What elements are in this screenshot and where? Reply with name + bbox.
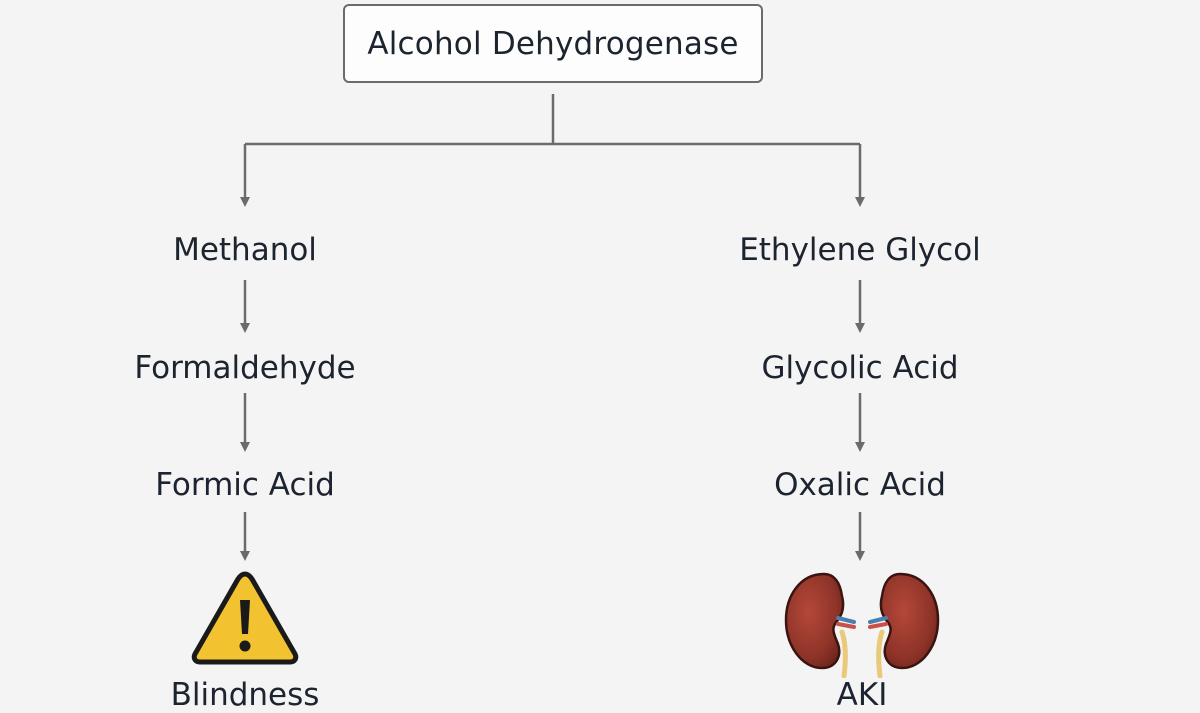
ethylene-glycol-node: Ethylene Glycol <box>739 232 981 268</box>
root-node-box: Alcohol Dehydrogenase <box>343 4 763 83</box>
formic-acid-node: Formic Acid <box>155 467 335 503</box>
warning-icon <box>191 571 299 665</box>
glycolic-acid-node: Glycolic Acid <box>761 350 959 386</box>
blindness-label: Blindness <box>170 677 320 713</box>
root-node-label: Alcohol Dehydrogenase <box>367 25 739 62</box>
methanol-node: Methanol <box>173 232 317 268</box>
kidney-icon <box>784 572 940 678</box>
formaldehyde-node: Formaldehyde <box>134 350 356 386</box>
oxalic-acid-node: Oxalic Acid <box>774 467 946 503</box>
aki-label: AKI <box>836 677 888 713</box>
